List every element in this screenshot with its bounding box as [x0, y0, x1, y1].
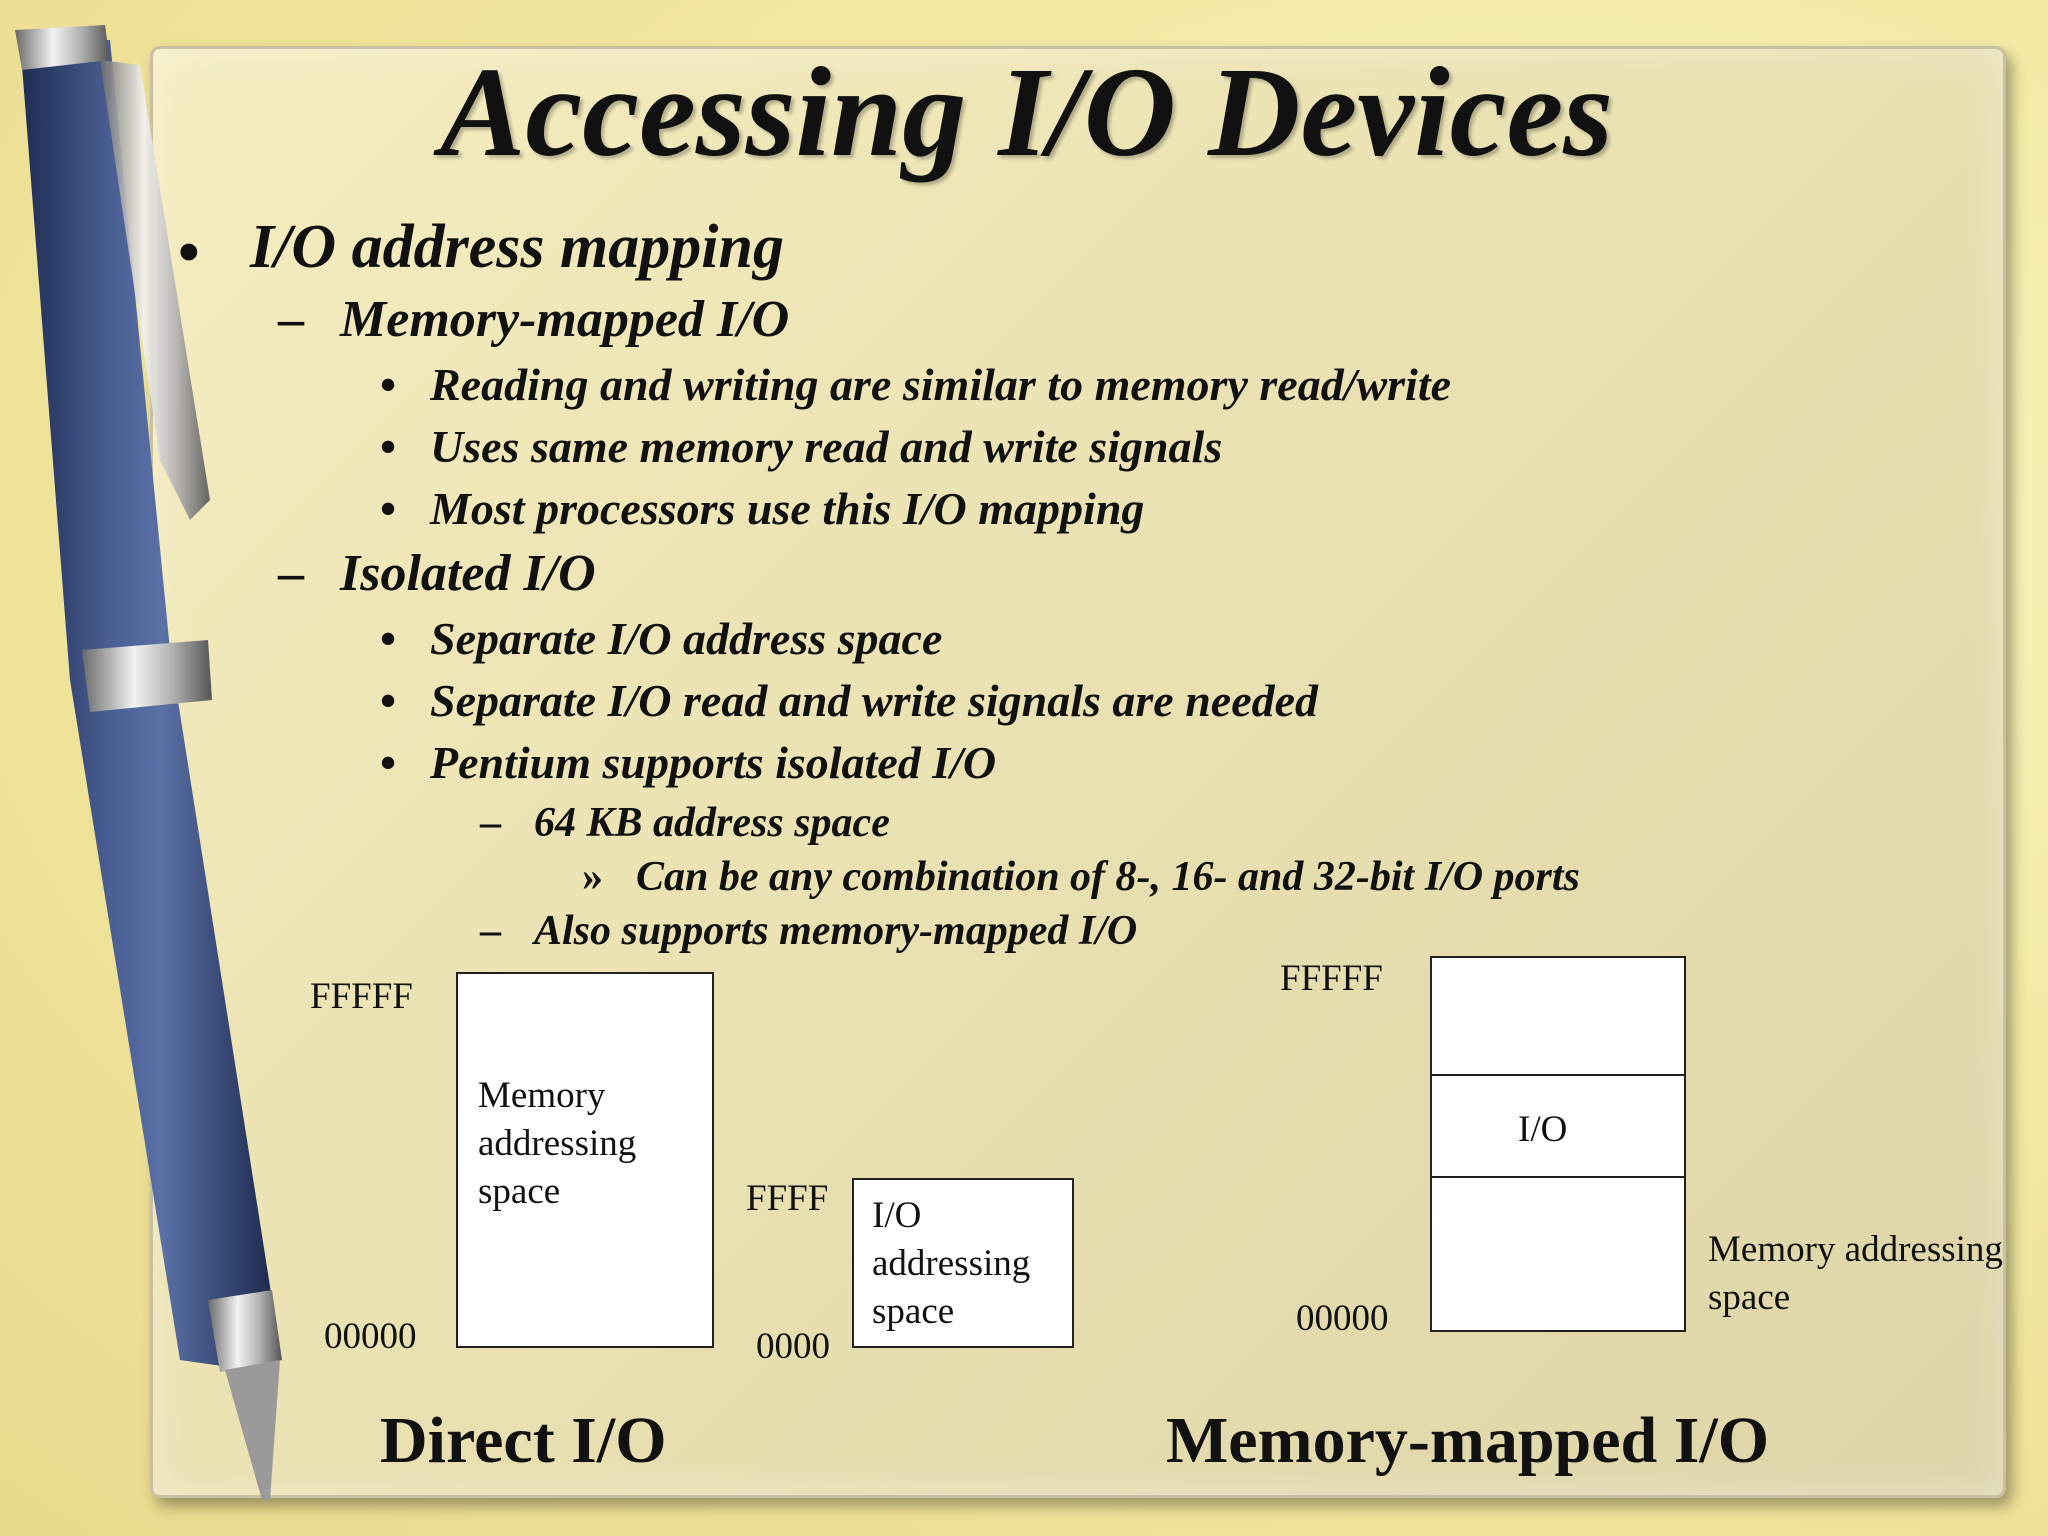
memory-addressing-label-line2: space	[1708, 1277, 1791, 1318]
pen-illustration	[15, 25, 282, 1500]
bullet-marker: •	[380, 675, 397, 726]
io-region-label: I/O	[1518, 1109, 1568, 1150]
slide-title: Accessing I/O Devices	[440, 41, 1614, 183]
bullet-marker: •	[380, 421, 397, 472]
bullet-marker: •	[380, 483, 397, 534]
memory-address-space-box	[456, 972, 714, 1348]
bullet-marker: •	[178, 219, 200, 287]
memory-addressing-label-line1: Memory addressing	[1708, 1229, 2003, 1270]
memory-box-label-line2: addressing	[478, 1123, 637, 1164]
bullet-also-supports: Also supports memory-mapped I/O	[534, 908, 1138, 954]
bullet-reading-writing: Reading and writing are similar to memor…	[430, 359, 1452, 410]
dash-marker: –	[480, 908, 501, 954]
raquo-marker: »	[582, 854, 603, 900]
io-region-top-divider	[1430, 1074, 1686, 1076]
mapped-bottom-address: 00000	[1296, 1298, 1389, 1339]
bullet-marker: •	[380, 613, 397, 664]
bullet-separate-space: Separate I/O address space	[430, 613, 943, 664]
bullet-memory-mapped-io: Memory-mapped I/O	[340, 291, 790, 348]
bullet-marker: •	[380, 737, 397, 788]
memory-box-label-line3: space	[478, 1171, 561, 1212]
io-address-space-box	[852, 1178, 1074, 1348]
io-box-label-line1: I/O	[872, 1195, 922, 1236]
bullet-io-address-mapping: I/O address mapping	[250, 213, 784, 281]
bullet-same-signals: Uses same memory read and write signals	[430, 421, 1223, 472]
memory-top-address: FFFFF	[310, 976, 413, 1017]
memory-bottom-address: 00000	[324, 1316, 417, 1357]
io-box-label-line2: addressing	[872, 1243, 1031, 1284]
bullet-any-combination: Can be any combination of 8-, 16- and 32…	[636, 854, 1580, 900]
mapped-top-address: FFFFF	[1280, 958, 1383, 999]
bullet-pentium-supports: Pentium supports isolated I/O	[430, 737, 997, 788]
mapped-address-space-box	[1430, 956, 1686, 1332]
bullet-isolated-io: Isolated I/O	[340, 545, 596, 602]
io-bottom-address: 0000	[756, 1326, 830, 1367]
memory-box-label-line1: Memory	[478, 1075, 606, 1116]
dash-marker: –	[480, 800, 501, 846]
bullet-most-processors: Most processors use this I/O mapping	[430, 483, 1145, 534]
bullet-marker: •	[380, 359, 397, 410]
dash-marker: –	[278, 291, 304, 348]
bullet-separate-signals: Separate I/O read and write signals are …	[430, 675, 1319, 726]
dash-marker: –	[278, 545, 304, 602]
direct-io-caption: Direct I/O	[380, 1404, 667, 1477]
io-top-address: FFFF	[746, 1178, 829, 1219]
io-box-label-line3: space	[872, 1291, 955, 1332]
io-region-bottom-divider	[1430, 1176, 1686, 1178]
bullet-64kb: 64 KB address space	[534, 800, 890, 846]
memory-mapped-io-caption: Memory-mapped I/O	[1166, 1404, 1770, 1477]
